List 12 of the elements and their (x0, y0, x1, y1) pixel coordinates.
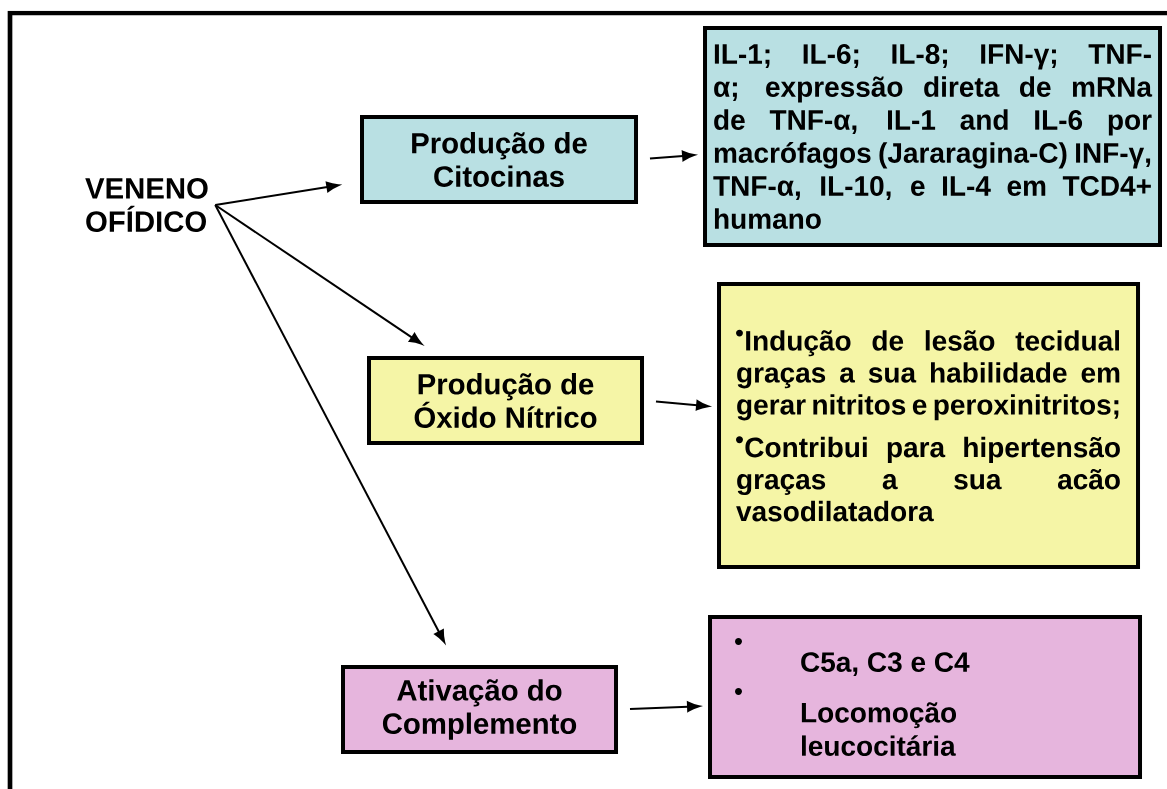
arrow (214, 181, 340, 206)
arrow (214, 204, 423, 345)
text-box: Indução de lesão tecidual graças a sua habilidade em gerar nitritos e peroxinitritos; Contribui para hipertensão graças a sua acão vasodilatadora (717, 282, 1140, 569)
text-box: IL-1; IL-6; IL-8; IFN-γ; TNF-α; expressão direta de mRNa de TNF-α, IL-1 and IL-6 por macrófagos (Jararagina-C) INF-γ, TNF-α, IL-10, e IL-4 em TCD4+ humano (703, 26, 1162, 247)
arrow (214, 204, 446, 643)
process-box: Produção de Citocinas (360, 115, 638, 204)
process-box: Ativação do Complemento (341, 665, 618, 754)
arrow (629, 701, 700, 712)
arrow (649, 150, 695, 162)
title-text: VENENO OFÍDICO (85, 177, 208, 233)
process-box: Produção de Óxido Nítrico (367, 356, 644, 445)
text-box: C5a, C3 e C4 Locomoção leucocitária (708, 615, 1142, 779)
